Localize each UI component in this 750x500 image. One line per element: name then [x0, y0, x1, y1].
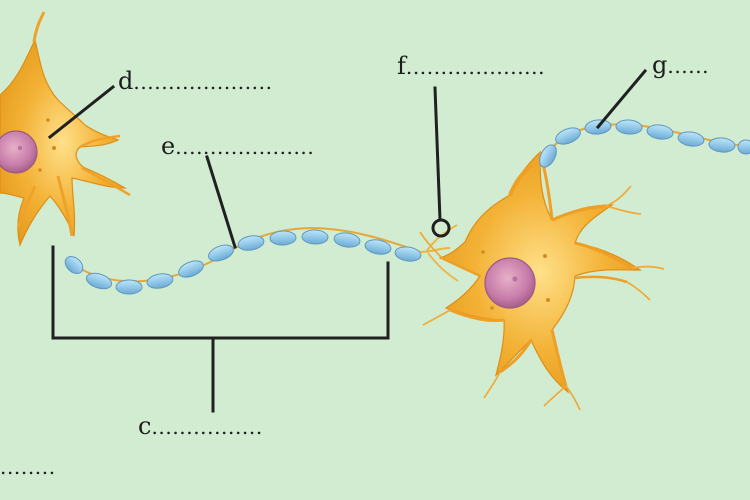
label-c: c................	[138, 414, 263, 438]
label-g: g......	[652, 53, 709, 77]
label-f: f....................	[397, 54, 545, 78]
right-neuron	[419, 150, 665, 411]
callout-line-f	[433, 86, 442, 222]
label-dots-c: ................	[151, 415, 263, 439]
synapse-marker-icon	[431, 218, 451, 238]
callout-line-d	[47, 84, 116, 140]
label-d: d....................	[118, 69, 273, 93]
label-e: e....................	[161, 134, 314, 158]
label-letter-f: f	[397, 52, 406, 80]
right-axon	[539, 119, 750, 169]
left-neuron	[0, 11, 131, 247]
label-dots-d: ....................	[133, 70, 273, 94]
label-dots-bottom-left: ........	[0, 455, 56, 479]
label-bottom-left: ........	[0, 454, 56, 478]
label-dots-e: ....................	[175, 135, 315, 159]
left-axon	[64, 224, 459, 295]
callout-line-e	[205, 155, 237, 249]
label-letter-e: e	[161, 132, 176, 160]
callout-line-g	[595, 68, 648, 130]
label-dots-g: ......	[667, 54, 710, 78]
label-letter-c: c	[138, 412, 152, 440]
axon-bracket	[51, 245, 390, 340]
label-letter-g: g	[652, 51, 668, 79]
label-dots-f: ....................	[405, 55, 546, 79]
callout-lines	[47, 68, 648, 413]
label-letter-d: d	[118, 67, 134, 95]
